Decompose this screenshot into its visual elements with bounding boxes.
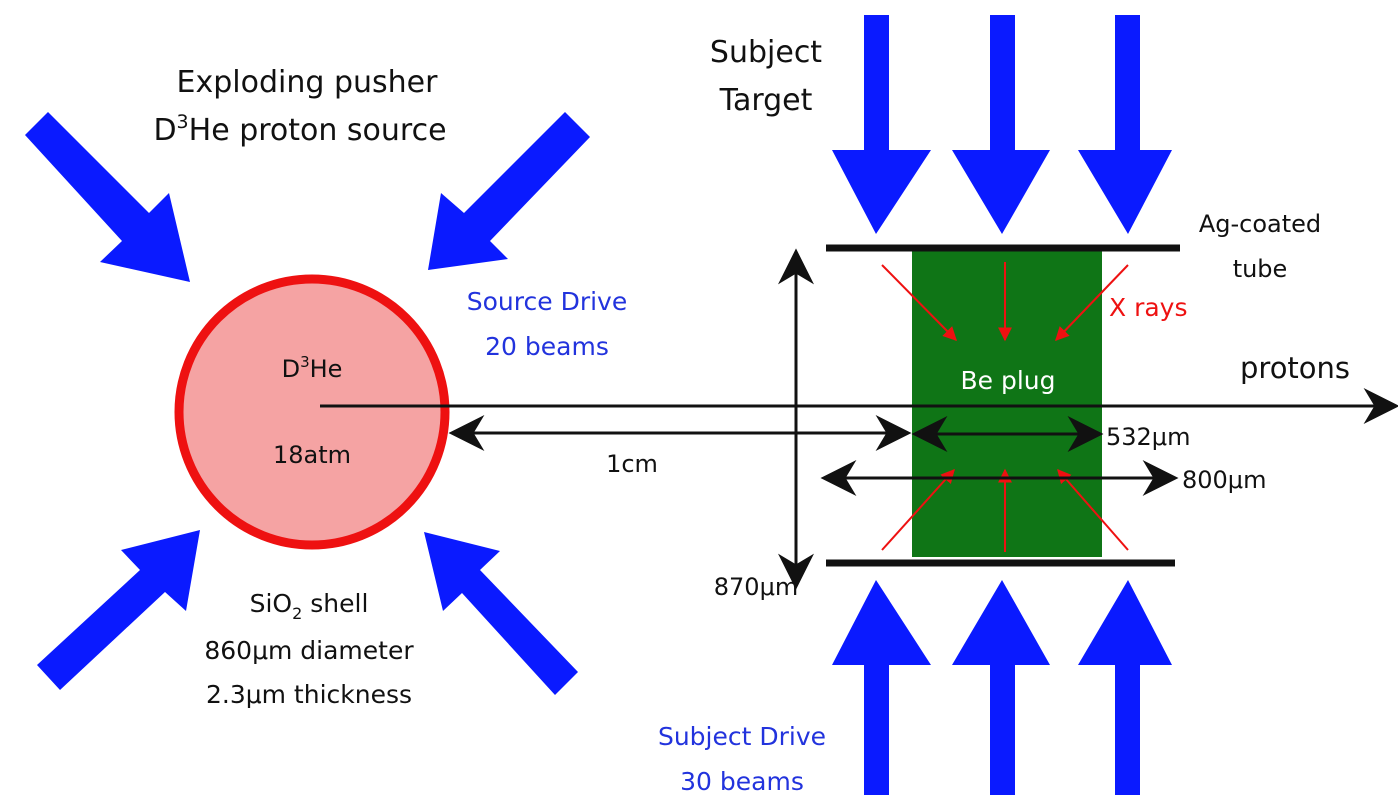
source-drive-line1: Source Drive — [467, 287, 627, 316]
target-title-line2: Target — [719, 83, 813, 118]
subject-drive-line1: Subject Drive — [658, 722, 826, 751]
tube-label-line2: tube — [1233, 255, 1288, 283]
tube-label-line1: Ag-coated — [1199, 210, 1321, 238]
protons-label: protons — [1240, 351, 1350, 385]
beam-arrow-bottom-2 — [952, 580, 1050, 795]
plug-length-label: 532μm — [1106, 423, 1190, 451]
target-title-line1: Subject — [710, 35, 822, 70]
source-drive-beams — [25, 112, 590, 695]
dimension-arrows — [448, 248, 1179, 590]
be-plug — [912, 250, 1102, 557]
distance-label: 1cm — [606, 450, 658, 478]
subject-drive-line2: 30 beams — [680, 767, 804, 796]
capsule-pressure-label: 18atm — [273, 441, 351, 469]
shell-diameter-label: 860μm diameter — [204, 636, 414, 665]
subject-drive-beams-bottom — [832, 580, 1172, 795]
capsule-fill-label: D3He — [282, 353, 343, 383]
source-beam-arrow-top-left — [25, 112, 190, 282]
xray-arrow-top-right — [1055, 264, 1129, 342]
beam-arrow-bottom-3 — [1078, 580, 1172, 795]
beam-arrow-top-3 — [1078, 15, 1172, 234]
xray-label: X rays — [1109, 293, 1188, 322]
beam-arrow-top-1 — [832, 15, 931, 234]
beam-arrow-top-2 — [952, 15, 1050, 234]
xray-arrow-top-left — [881, 264, 957, 341]
shell-material-label: SiO2 shell — [250, 589, 369, 623]
source-beam-arrow-top-right — [428, 112, 590, 270]
tube-diameter-label: 870μm — [714, 573, 798, 601]
source-beam-arrow-bottom-right — [424, 532, 578, 695]
source-title-line2: D3He proton source — [153, 111, 446, 148]
source-title-line1: Exploding pusher — [177, 65, 439, 100]
source-drive-line2: 20 beams — [485, 332, 609, 361]
beam-arrow-bottom-1 — [832, 580, 931, 795]
be-plug-label: Be plug — [960, 366, 1055, 395]
d3he-capsule — [174, 274, 450, 550]
subject-drive-beams-top — [832, 15, 1172, 234]
tube-length-label: 800μm — [1182, 466, 1266, 494]
shell-thickness-label: 2.3μm thickness — [206, 680, 412, 709]
source-beam-arrow-bottom-left — [37, 530, 200, 690]
